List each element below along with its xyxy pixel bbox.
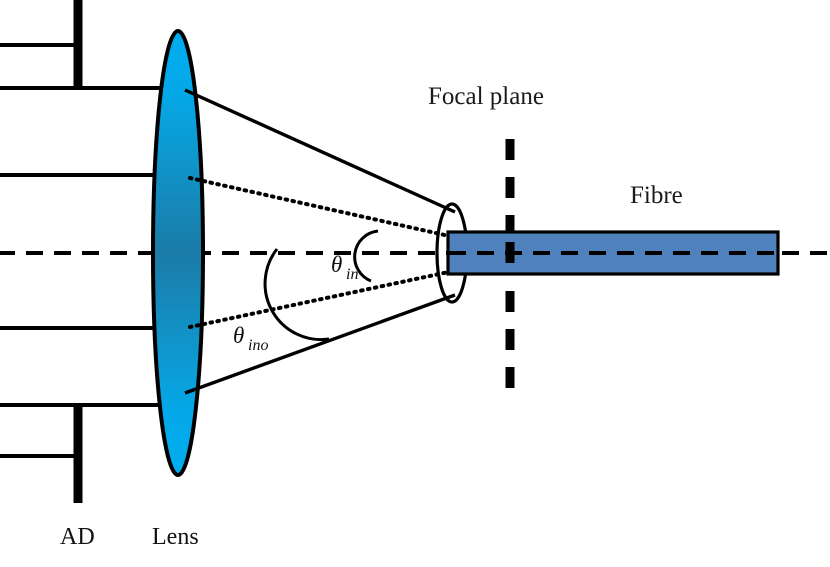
marginal-ray-lower-solid xyxy=(184,293,456,395)
theta-in-subscript: in xyxy=(346,266,358,283)
theta-in-arc xyxy=(353,229,379,283)
theta-in-symbol: θ xyxy=(331,252,342,277)
theta-ino-symbol: θ xyxy=(233,323,244,348)
focal-plane-label: Focal plane xyxy=(428,83,544,110)
converging-beam-cone xyxy=(184,88,469,395)
marginal-ray-upper-solid xyxy=(184,88,456,214)
theta-ino-label: θ ino xyxy=(233,323,268,354)
converging-lens xyxy=(151,29,205,477)
theta-ino-subscript: ino xyxy=(248,337,268,354)
lens-label: Lens xyxy=(152,524,199,550)
aperture-diaphragm-group xyxy=(0,0,165,503)
ad-label: AD xyxy=(60,524,95,550)
theta-ino-arc xyxy=(263,248,330,342)
inner-ray-lower-dotted xyxy=(188,268,460,329)
fibre-label: Fibre xyxy=(630,182,683,209)
angle-arcs-group xyxy=(263,229,379,342)
inner-ray-upper-dotted xyxy=(188,176,460,240)
optical-fibre-body xyxy=(446,230,780,276)
theta-in-label: θ in xyxy=(331,252,358,283)
